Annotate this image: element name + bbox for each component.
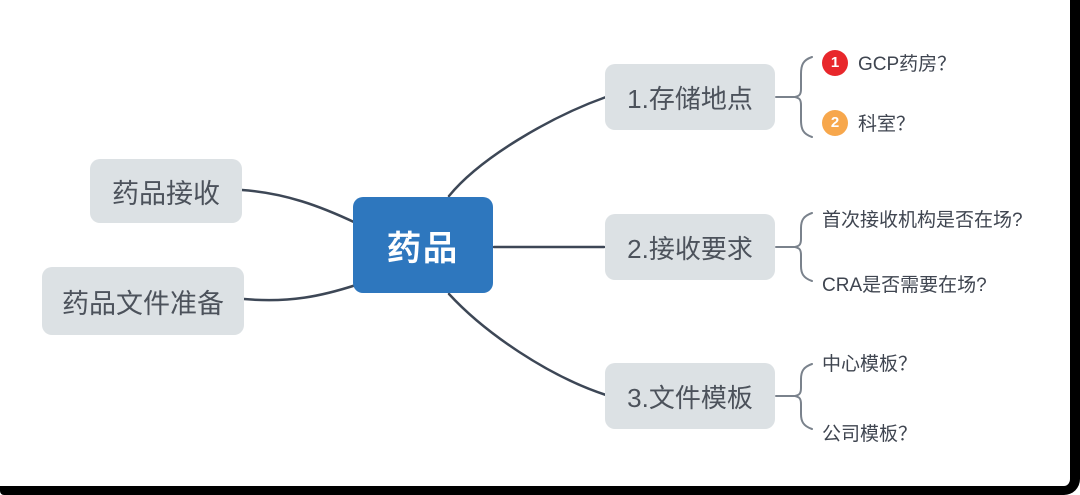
priority-2-badge: 2 xyxy=(822,109,848,136)
branch-node-receive-requirements-label: 2.接收要求 xyxy=(627,233,753,264)
brace-branch-1 xyxy=(794,56,813,138)
leaf-gcp-pharmacy-label: GCP药房？ xyxy=(858,54,957,75)
leaf-department[interactable]: 2 科室？ xyxy=(822,109,915,136)
leaf-first-receive-onsite[interactable]: 首次接收机构是否在场? xyxy=(822,206,1023,231)
left-node-drug-docs-label: 药品文件准备 xyxy=(62,288,224,319)
leaf-gcp-pharmacy[interactable]: 1 GCP药房？ xyxy=(822,49,956,76)
root-node-drug[interactable]: 药品 xyxy=(353,197,493,293)
connector-root-to-branch-3 xyxy=(447,292,608,397)
branch-node-storage-location[interactable]: 1.存储地点 xyxy=(605,64,775,130)
branch-node-receive-requirements[interactable]: 2.接收要求 xyxy=(605,214,775,280)
brace-branch-2 xyxy=(794,212,813,282)
leaf-first-receive-onsite-label: 首次接收机构是否在场? xyxy=(822,209,1023,231)
root-node-label: 药品 xyxy=(387,229,459,268)
branch-node-storage-location-label: 1.存储地点 xyxy=(627,83,753,114)
left-node-drug-docs[interactable]: 药品文件准备 xyxy=(42,267,244,335)
leaf-company-template[interactable]: 公司模板？ xyxy=(822,420,918,445)
leaf-site-template-label: 中心模板？ xyxy=(822,353,918,375)
leaf-company-template-label: 公司模板？ xyxy=(822,423,918,445)
connector-root-to-branch-1 xyxy=(447,95,608,198)
leaf-cra-onsite-label: CRA是否需要在场? xyxy=(822,274,987,296)
leaf-department-label: 科室？ xyxy=(858,114,916,135)
branch-node-document-template-label: 3.文件模板 xyxy=(627,382,753,413)
left-node-drug-receive-label: 药品接收 xyxy=(112,178,220,209)
brace-branch-3 xyxy=(794,363,813,430)
left-node-drug-receive[interactable]: 药品接收 xyxy=(90,159,242,223)
priority-1-badge: 1 xyxy=(822,49,848,76)
connector-left-docs-to-root xyxy=(242,283,358,302)
branch-node-document-template[interactable]: 3.文件模板 xyxy=(605,363,775,429)
leaf-cra-onsite[interactable]: CRA是否需要在场? xyxy=(822,271,987,296)
connector-left-receive-to-root xyxy=(240,188,358,225)
leaf-site-template[interactable]: 中心模板？ xyxy=(822,350,918,375)
